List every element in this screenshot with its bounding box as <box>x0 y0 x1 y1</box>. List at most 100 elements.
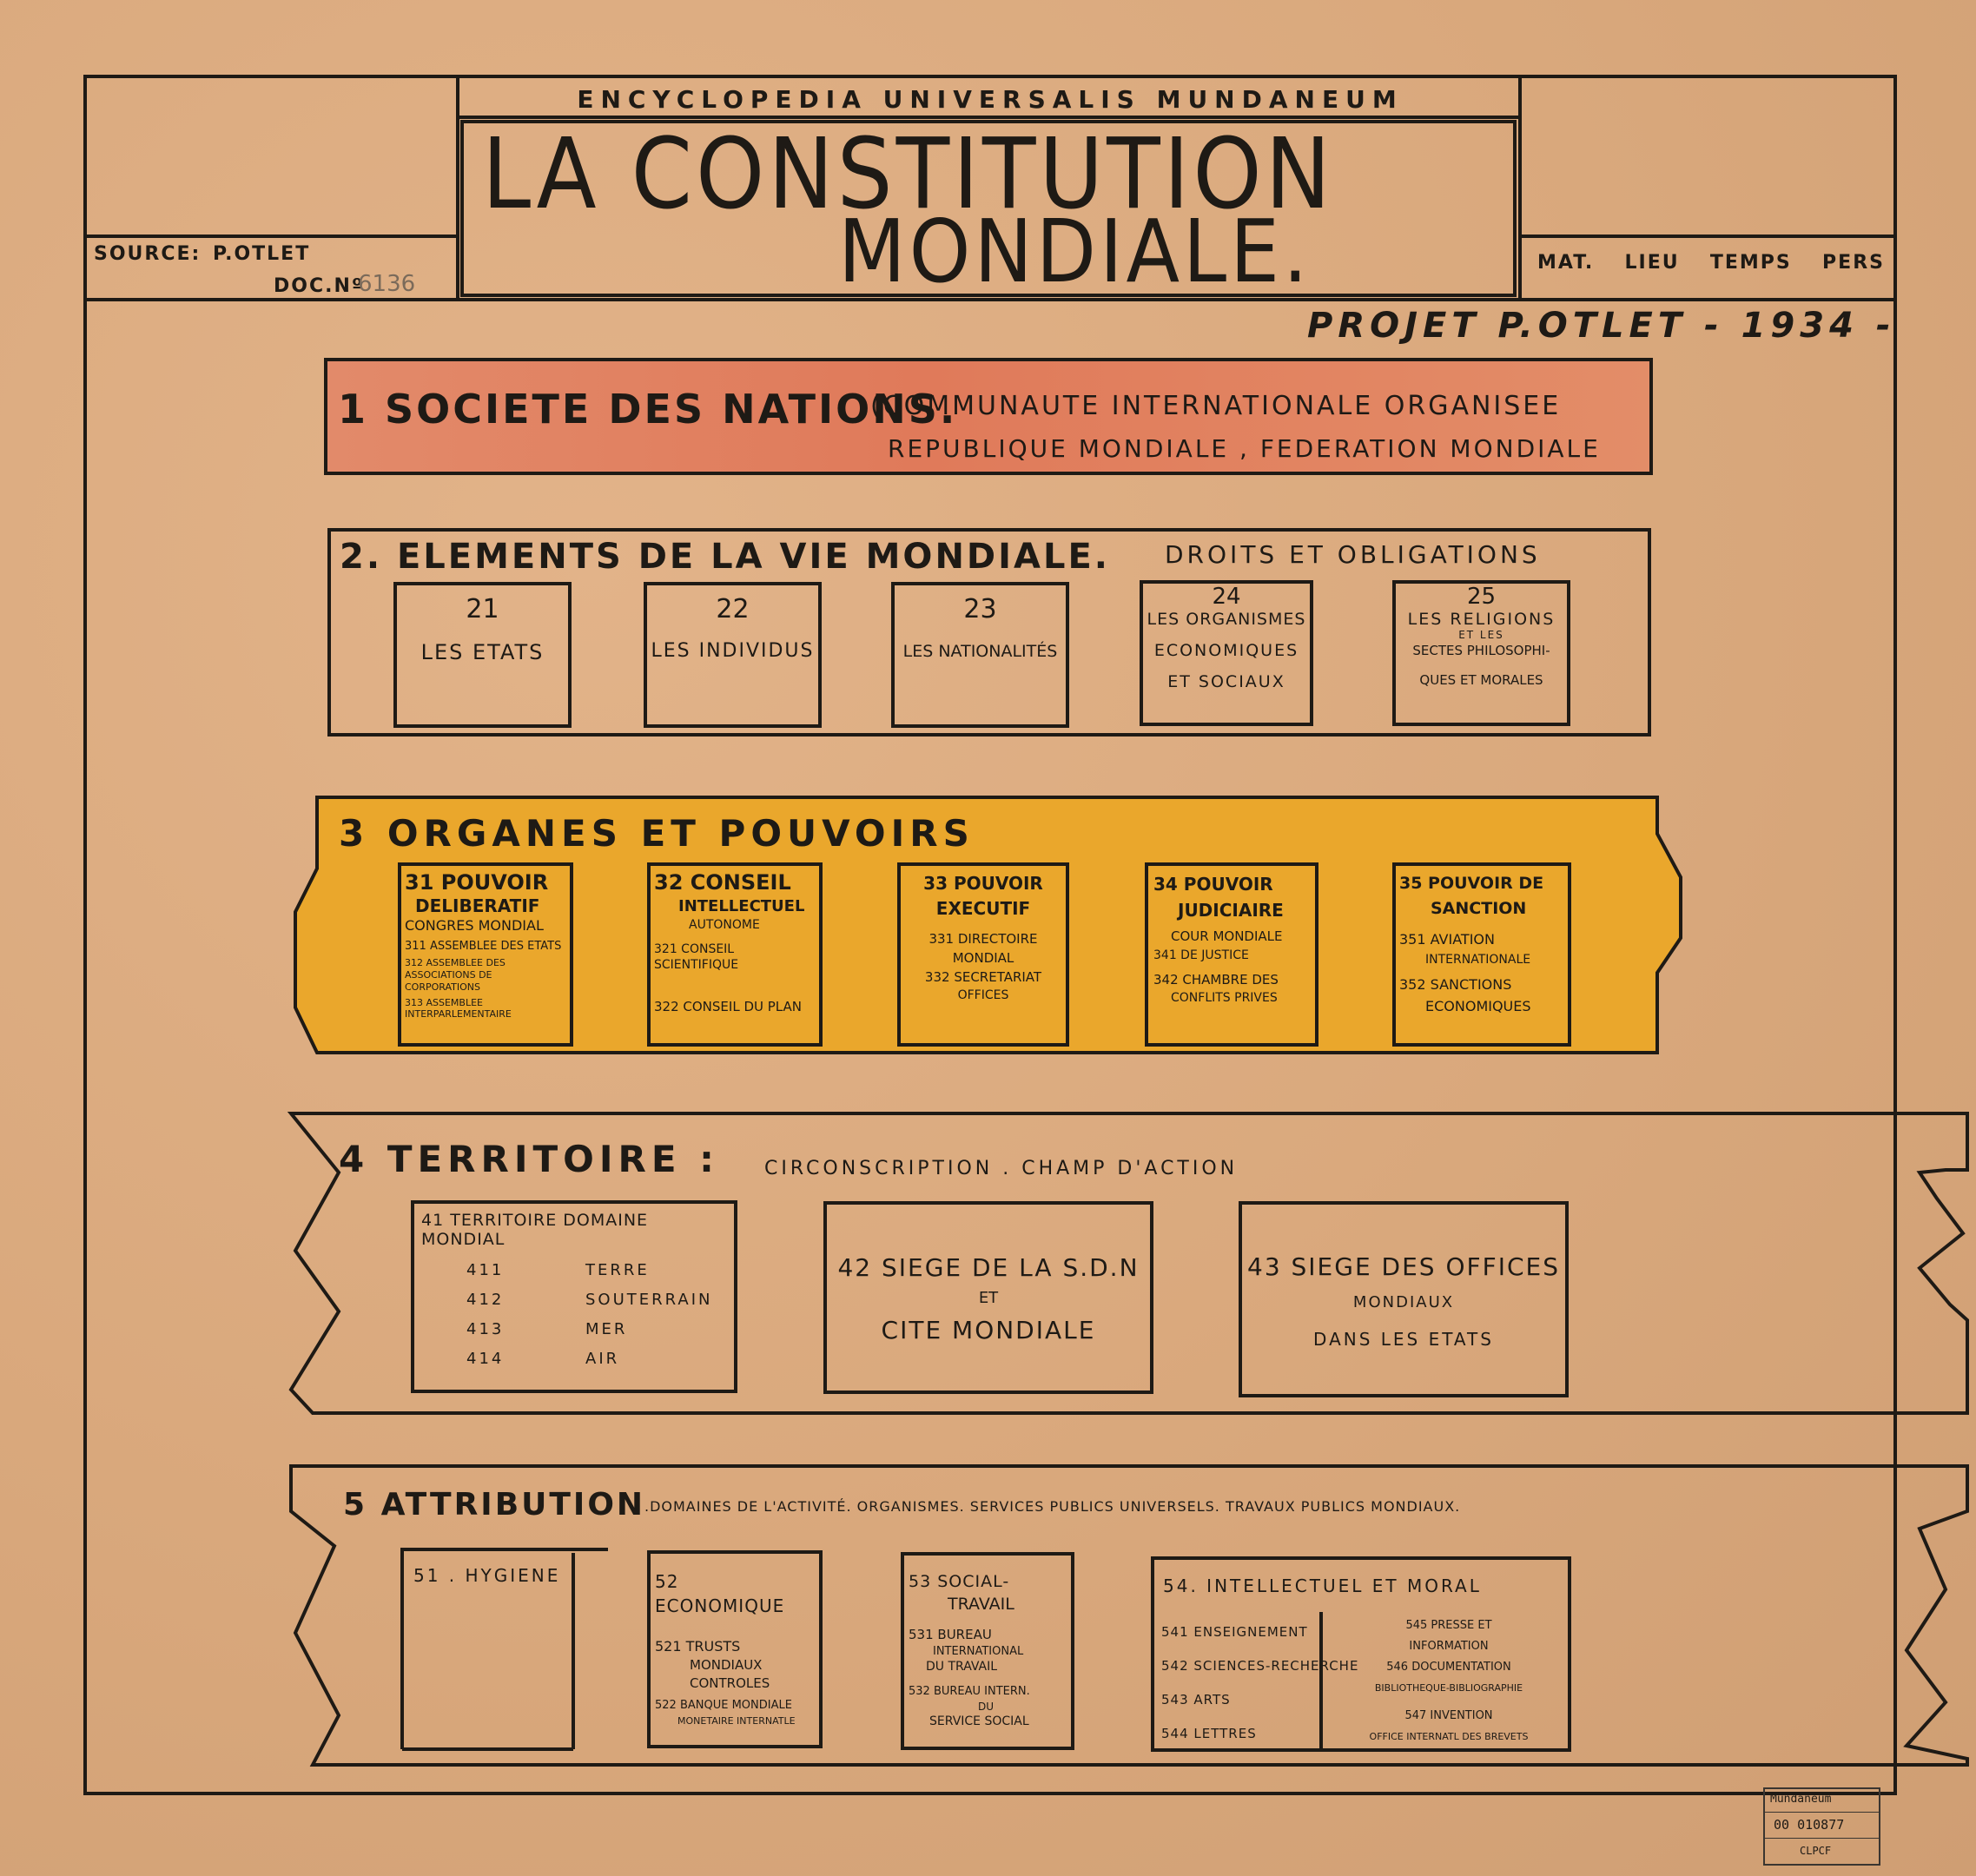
box-52-line5: 522 BANQUE MONDIALE <box>655 1699 792 1713</box>
section5-title: 5 ATTRIBUTION <box>343 1487 646 1523</box>
box-24-line2: ECONOMIQUES <box>1153 641 1299 660</box>
archive-stamp: Mundaneum 00 010877 CLPCF <box>1763 1787 1880 1866</box>
box-53-line4: INTERNATIONAL <box>933 1644 1024 1658</box>
box-53: 53 SOCIAL- TRAVAIL 531 BUREAU INTERNATIO… <box>901 1552 1074 1750</box>
box-25-line2: ET LES <box>1458 629 1504 641</box>
section3-banner <box>294 796 1682 1054</box>
box-31-line5: 312 ASSEMBLEE DES ASSOCIATIONS DE CORPOR… <box>405 957 506 993</box>
box-54-item-541: 541 ENSEIGNEMENT <box>1161 1624 1308 1640</box>
section2-subtitle: DROITS ET OBLIGATIONS <box>1165 540 1541 569</box>
box-53-line6: 532 BUREAU INTERN. <box>909 1684 1030 1698</box>
section4-subtitle: CIRCONSCRIPTION . CHAMP D'ACTION <box>764 1158 1239 1179</box>
box-54-item-547-line2: OFFICE INTERNATL DES BREVETS <box>1369 1731 1529 1742</box>
box-35-line3: 351 AVIATION <box>1399 930 1495 948</box>
box-24: 24 LES ORGANISMES ECONOMIQUES ET SOCIAUX <box>1140 580 1313 726</box>
box-54-item-546-line2: BIBLIOTHEQUE-BIBLIOGRAPHIE <box>1374 1682 1523 1694</box>
box-32-line1: 32 CONSEIL <box>654 870 791 895</box>
box-42-line1: 42 SIEGE DE LA S.D.N <box>837 1253 1140 1282</box>
section5-subtitle: .DOMAINES DE L'ACTIVITÉ. ORGANISMES. SER… <box>644 1498 1461 1515</box>
box-54-item-545: 545 PRESSE ET <box>1405 1619 1492 1632</box>
section3-title: 3 ORGANES ET POUVOIRS <box>339 812 975 855</box>
box-54-title: 54. INTELLECTUEL ET MORAL <box>1163 1575 1482 1596</box>
box-24-line1: LES ORGANISMES <box>1147 610 1306 629</box>
box-52-line4: CONTROLES <box>690 1675 770 1692</box>
box-35: 35 POUVOIR DE SANCTION 351 AVIATION INTE… <box>1392 862 1571 1047</box>
category-mat: MAT. <box>1537 252 1595 274</box>
box-54-item-546: 546 DOCUMENTATION <box>1386 1661 1511 1674</box>
box-54-item-547: 547 INVENTION <box>1404 1709 1493 1722</box>
box-53-line7: DU <box>978 1700 995 1713</box>
section1-title: 1 SOCIETE DES NATIONS. <box>338 386 958 433</box>
section4-ribbon <box>287 1112 1969 1415</box>
box-43: 43 SIEGE DES OFFICES MONDIAUX DANS LES E… <box>1239 1201 1569 1397</box>
box-42-line2: ET <box>978 1289 999 1307</box>
box-34-line3: COUR MONDIALE <box>1171 928 1283 944</box>
box-35-line6: ECONOMIQUES <box>1425 998 1531 1015</box>
box-54-item-542: 542 SCIENCES-RECHERCHE <box>1161 1658 1359 1674</box>
source-value: P.OTLET <box>213 243 311 265</box>
box-34-line1: 34 POUVOIR <box>1153 874 1273 895</box>
box-53-line5: DU TRAVAIL <box>926 1660 998 1675</box>
section1-line1: (COMMUNAUTE INTERNATIONALE ORGANISEE <box>870 391 1562 421</box>
box-52: 52 ECONOMIQUE 521 TRUSTS MONDIAUX CONTRO… <box>647 1550 823 1748</box>
box-31-line3: CONGRES MONDIAL <box>405 917 544 934</box>
page-title-line2: MONDIALE. <box>838 201 1312 302</box>
box-34: 34 POUVOIR JUDICIAIRE COUR MONDIALE 341 … <box>1145 862 1318 1047</box>
box-21-label: LES ETATS <box>420 640 545 664</box>
box-54-item-543: 543 ARTS <box>1161 1692 1231 1708</box>
box-31-line1: 31 POUVOIR <box>405 870 549 895</box>
box-33-line5: 332 SECRETARIAT <box>924 968 1042 985</box>
box-21-number: 21 <box>466 594 499 624</box>
box-33: 33 POUVOIR EXECUTIF 331 DIRECTOIRE MONDI… <box>897 862 1069 1047</box>
box-54-item-544: 544 LETTRES <box>1161 1726 1257 1741</box>
box-31-line2: DELIBERATIF <box>415 895 540 916</box>
box-31-line6: 313 ASSEMBLEE INTERPARLEMENTAIRE <box>405 996 512 1021</box>
box-53-line2: TRAVAIL <box>948 1594 1014 1614</box>
box-22-label: LES INDIVIDUS <box>651 640 815 662</box>
box-43-line2: MONDIAUX <box>1352 1293 1455 1311</box>
box-51-label: 51 . HYGIENE <box>413 1565 561 1586</box>
box-32-line2: INTELLECTUEL <box>678 897 805 916</box>
section2-box: 2. ELEMENTS DE LA VIE MONDIALE. DROITS E… <box>327 528 1651 737</box>
box-25-line1: LES RELIGIONS <box>1407 610 1556 629</box>
stamp-line3: CLPCF <box>1800 1845 1832 1857</box>
encyclopedia-label: ENCYCLOPEDIA UNIVERSALIS MUNDANEUM <box>577 85 1404 114</box>
box-34-line4: 341 DE JUSTICE <box>1153 948 1249 962</box>
page-title-line1: LA CONSTITUTION <box>482 118 1334 231</box>
box-52-line1: 52 ECONOMIQUE <box>655 1571 785 1616</box>
box-42: 42 SIEGE DE LA S.D.N ET CITE MONDIALE <box>823 1201 1153 1394</box>
source-label: SOURCE: <box>94 243 202 265</box>
box-23-number: 23 <box>963 594 997 624</box>
box-25-number: 25 <box>1466 584 1497 610</box>
box-32-line4: 321 CONSEIL SCIENTIFIQUE <box>654 941 739 972</box>
box-24-number: 24 <box>1212 584 1241 610</box>
project-label: PROJET P.OTLET - 1934 - <box>1307 306 1896 346</box>
box-53-line1: 53 SOCIAL- <box>909 1572 1010 1591</box>
box-52-line2: 521 TRUSTS <box>655 1638 741 1655</box>
box-33-line6: OFFICES <box>957 988 1009 1003</box>
box-35-line5: 352 SANCTIONS <box>1399 976 1512 994</box>
box-34-line6: CONFLITS PRIVES <box>1171 991 1278 1005</box>
category-temps: TEMPS <box>1709 252 1792 274</box>
category-row: MAT. LIEU TEMPS PERS <box>1537 252 1885 274</box>
box-35-line1: 35 POUVOIR DE <box>1399 874 1544 893</box>
stamp-number: 00 010877 <box>1774 1817 1845 1833</box>
box-31: 31 POUVOIR DELIBERATIF CONGRES MONDIAL 3… <box>398 862 573 1047</box>
box-34-line2: JUDICIAIRE <box>1178 900 1284 921</box>
box-21: 21 LES ETATS <box>393 582 572 728</box>
box-23: 23 LES NATIONALITÉS <box>891 582 1069 728</box>
box-25-line3: SECTES PHILOSOPHI- <box>1412 643 1550 658</box>
box-54-item-545-line2: INFORMATION <box>1409 1640 1489 1653</box>
box-35-line4: INTERNATIONALE <box>1425 952 1531 967</box>
box-52-line3: MONDIAUX <box>690 1657 763 1674</box>
box-33-line2: EXECUTIF <box>935 898 1031 919</box>
box-34-line5: 342 CHAMBRE DES <box>1153 971 1279 988</box>
category-pers: PERS <box>1822 252 1885 274</box>
doc-label: DOC.Nº <box>274 275 365 297</box>
